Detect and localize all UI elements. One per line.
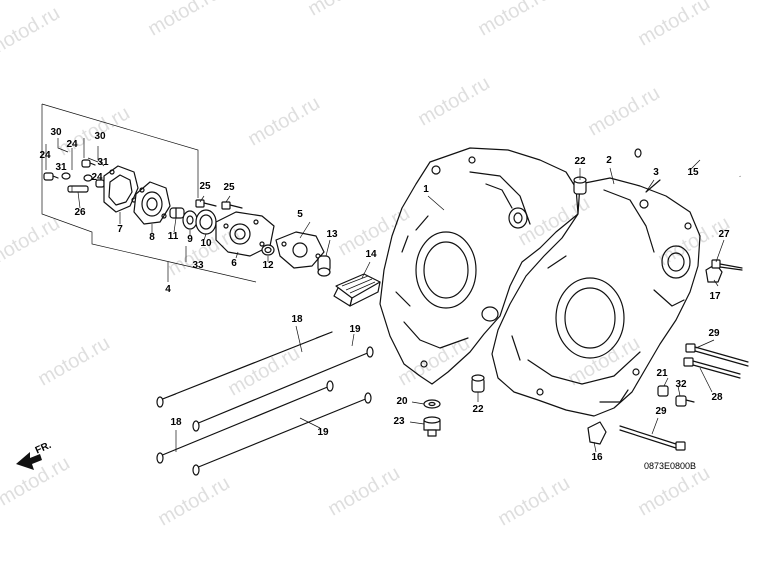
callout-5: 5 xyxy=(297,209,303,220)
callout-14: 14 xyxy=(365,249,377,260)
drawing-code: 0873E0800B xyxy=(644,461,697,471)
callout-18-lower: 18 xyxy=(170,417,182,428)
screw-24-mid xyxy=(81,159,96,168)
callout-9: 9 xyxy=(187,234,193,245)
callout-22-top: 22 xyxy=(574,156,586,167)
stud-bolt-18-lower xyxy=(156,380,334,464)
sealing-washer-20 xyxy=(423,399,441,409)
stud-bolt-19-upper xyxy=(192,346,374,432)
callout-29-lower: 29 xyxy=(655,406,667,417)
callout-2: 2 xyxy=(606,155,612,166)
bolt-29-lower xyxy=(619,425,686,451)
callout-17: 17 xyxy=(709,291,721,302)
callout-33: 33 xyxy=(192,260,204,271)
callout-6: 6 xyxy=(231,258,237,269)
stud-bolt-19-lower xyxy=(192,392,372,476)
bolt-27 xyxy=(711,259,743,271)
stud-bolt-18-upper xyxy=(156,331,333,408)
screw-group-bracket xyxy=(45,138,105,170)
inner-rotor-9 xyxy=(182,210,198,230)
dowel-pin-22-top xyxy=(573,176,587,195)
washer-31-left xyxy=(61,172,71,180)
clamp-16 xyxy=(587,421,607,445)
bolt-29-upper xyxy=(685,343,749,367)
breather-joint-3 xyxy=(645,179,661,193)
bolt-32 xyxy=(675,395,695,407)
callout-27: 27 xyxy=(718,229,730,240)
callout-32: 32 xyxy=(675,379,687,390)
left-crankcase-1 xyxy=(379,147,579,385)
oil-pipe-13 xyxy=(317,255,331,277)
callout-4: 4 xyxy=(165,284,171,295)
callout-10: 10 xyxy=(200,238,212,249)
oil-pump-assembly-bracket xyxy=(41,103,257,283)
callout-24-mid: 24 xyxy=(66,139,78,150)
callout-28: 28 xyxy=(711,392,723,403)
callout-13: 13 xyxy=(326,229,338,240)
drain-bolt-23 xyxy=(423,416,441,437)
callout-11: 11 xyxy=(167,231,179,242)
bolt-28 xyxy=(683,357,741,379)
callout-7: 7 xyxy=(117,224,123,235)
callout-3: 3 xyxy=(653,167,659,178)
callout-25-left: 25 xyxy=(199,181,211,192)
bolt-25-left xyxy=(195,199,217,208)
strainer-cover-5 xyxy=(275,231,325,269)
bolt-25-right xyxy=(221,201,243,210)
callout-22-bottom: 22 xyxy=(472,404,484,415)
callout-31-right: 31 xyxy=(97,157,109,168)
oil-screen-14 xyxy=(333,273,381,307)
callout-20: 20 xyxy=(396,396,408,407)
dowel-21 xyxy=(657,385,669,397)
front-direction-arrow xyxy=(16,452,42,470)
pump-gasket-7 xyxy=(103,165,139,213)
callout-26: 26 xyxy=(74,207,86,218)
leader-lines xyxy=(77,159,725,453)
right-crankcase-2 xyxy=(491,177,701,417)
pump-shaft-11 xyxy=(169,207,185,219)
callout-24-right: 24 xyxy=(91,172,103,183)
callout-30-right: 30 xyxy=(94,131,106,142)
pump-cover-8 xyxy=(133,181,171,225)
callout-18-upper: 18 xyxy=(291,314,303,325)
callout-15: 15 xyxy=(687,167,699,178)
callout-16: 16 xyxy=(591,452,603,463)
callout-23: 23 xyxy=(393,416,405,427)
outer-rotor-10 xyxy=(195,209,217,235)
screw-24-left xyxy=(43,172,59,181)
washer-31-mid xyxy=(83,174,93,182)
dowel-pin-26 xyxy=(67,185,89,193)
dowel-pin-22-bottom xyxy=(471,374,485,393)
callout-31-left: 31 xyxy=(55,162,67,173)
callout-19-lower: 19 xyxy=(317,427,329,438)
callout-29-upper: 29 xyxy=(708,328,720,339)
callout-24-left: 24 xyxy=(39,150,51,161)
callout-12: 12 xyxy=(262,260,274,271)
collar-12 xyxy=(261,244,275,256)
breather-tube-15 xyxy=(634,138,742,177)
callout-1: 1 xyxy=(423,184,429,195)
callout-8: 8 xyxy=(149,232,155,243)
callout-19-upper: 19 xyxy=(349,324,361,335)
callout-25-right: 25 xyxy=(223,182,235,193)
callout-21: 21 xyxy=(656,368,668,379)
callout-30-left: 30 xyxy=(50,127,62,138)
